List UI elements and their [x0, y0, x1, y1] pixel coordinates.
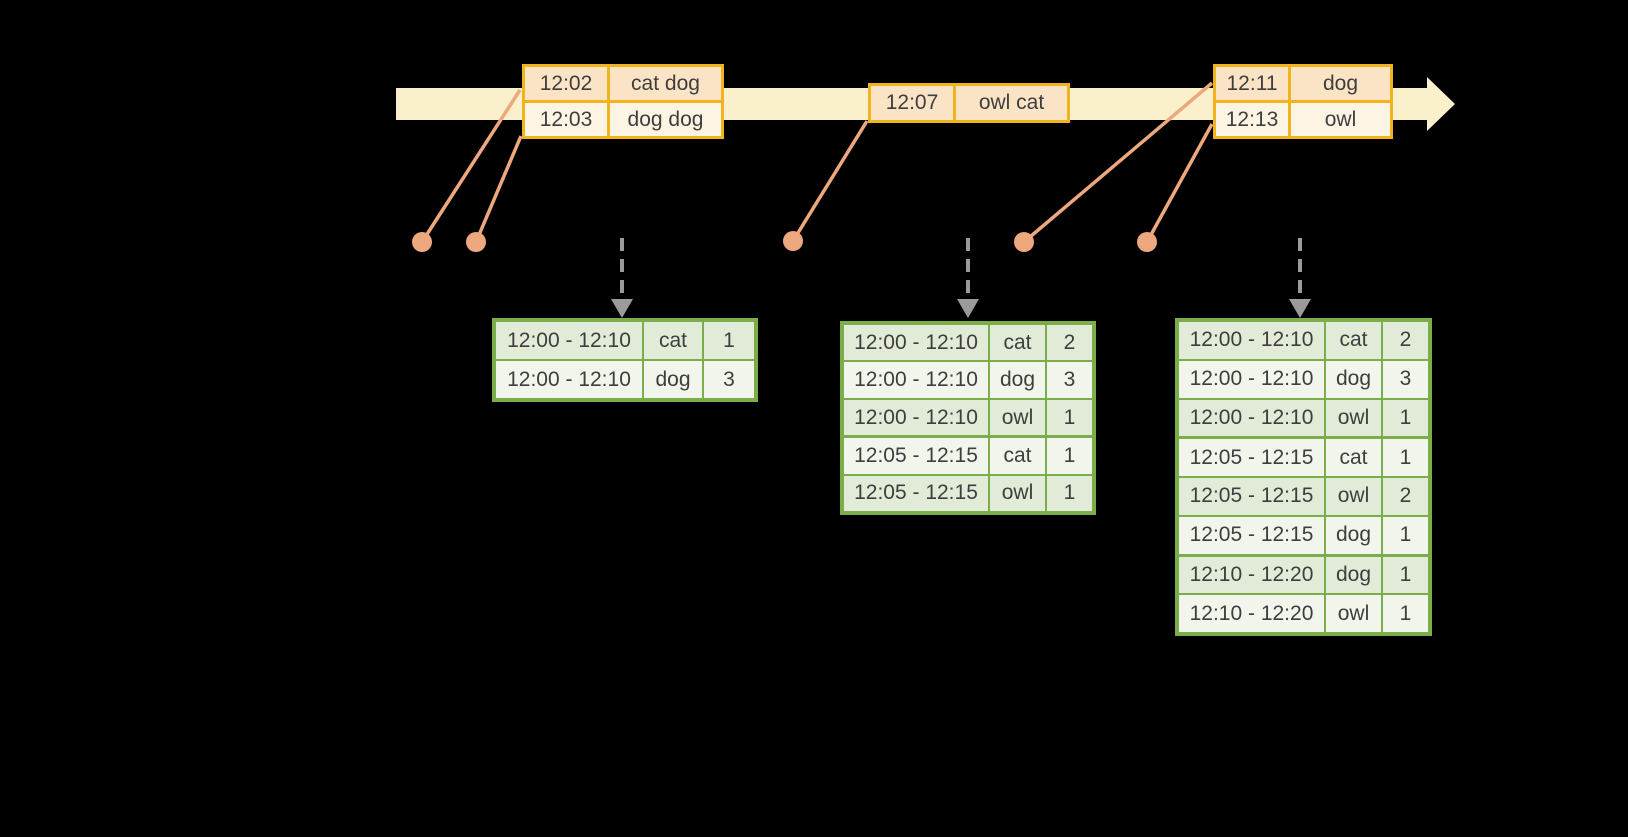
result-word-cell: owl: [1326, 399, 1381, 437]
event-connector-line: [420, 89, 522, 243]
result-word-cell: dog: [1326, 556, 1381, 594]
event-words-cell: owl: [1291, 103, 1390, 136]
result-window-cell: 12:00 - 12:10: [496, 361, 642, 398]
result-window-cell: 12:10 - 12:20: [1179, 595, 1324, 632]
event-connector-line: [474, 135, 523, 243]
event-marker-dot: [1014, 232, 1034, 252]
event-words-cell: dog: [1291, 67, 1390, 100]
result-count-cell: 1: [1383, 516, 1428, 554]
result-count-cell: 2: [1047, 325, 1092, 361]
event-time-cell: 12:02: [525, 67, 607, 100]
result-window-cell: 12:00 - 12:10: [1179, 360, 1324, 398]
trigger-arrows: [611, 238, 1311, 318]
trigger-arrow-icon: [611, 238, 633, 318]
event-time-cell: 12:13: [1216, 103, 1288, 136]
event-connector-line: [791, 120, 869, 242]
event-words-cell: owl cat: [956, 86, 1067, 120]
result-window-cell: 12:00 - 12:10: [1179, 399, 1324, 437]
result-window-cell: 12:05 - 12:15: [844, 438, 988, 474]
result-count-cell: 1: [1383, 439, 1428, 476]
result-word-cell: dog: [1326, 516, 1381, 554]
result-count-cell: 1: [1047, 475, 1092, 512]
result-count-cell: 3: [704, 361, 754, 398]
result-count-cell: 1: [704, 322, 754, 359]
result-count-cell: 2: [1383, 478, 1428, 515]
event-marker-dot: [1137, 232, 1157, 252]
trigger-arrow-icon: [1289, 238, 1311, 318]
result-window-cell: 12:05 - 12:15: [1179, 478, 1324, 515]
result-word-cell: cat: [1326, 322, 1381, 359]
result-window-cell: 12:00 - 12:10: [844, 362, 988, 398]
result-word-cell: dog: [644, 361, 702, 398]
result-count-cell: 1: [1383, 595, 1428, 632]
result-window-cell: 12:05 - 12:15: [844, 475, 988, 512]
result-count-cell: 1: [1383, 556, 1428, 594]
event-marker-dot: [466, 232, 486, 252]
event-time-cell: 12:07: [871, 86, 953, 120]
result-word-cell: owl: [990, 475, 1045, 512]
result-window-cell: 12:00 - 12:10: [496, 322, 642, 359]
result-window-cell: 12:00 - 12:10: [844, 399, 988, 436]
result-word-cell: owl: [1326, 478, 1381, 515]
result-count-cell: 1: [1047, 438, 1092, 474]
event-marker-dot: [412, 232, 432, 252]
result-word-cell: cat: [644, 322, 702, 359]
result-window-cell: 12:05 - 12:15: [1179, 439, 1324, 476]
result-count-cell: 2: [1383, 322, 1428, 359]
result-word-cell: owl: [990, 399, 1045, 436]
result-count-cell: 3: [1383, 360, 1428, 398]
result-window-cell: 12:00 - 12:10: [844, 325, 988, 361]
event-marker-dot: [783, 231, 803, 251]
result-word-cell: owl: [1326, 595, 1381, 632]
result-count-cell: 3: [1047, 362, 1092, 398]
result-word-cell: dog: [990, 362, 1045, 398]
result-word-cell: cat: [990, 325, 1045, 361]
result-window-cell: 12:00 - 12:10: [1179, 322, 1324, 359]
result-count-cell: 1: [1047, 399, 1092, 436]
event-time-cell: 12:03: [525, 103, 607, 136]
event-connector-line: [1145, 123, 1214, 243]
result-word-cell: dog: [1326, 360, 1381, 398]
event-connectors: [412, 81, 1214, 252]
event-words-cell: dog dog: [610, 103, 721, 136]
result-window-cell: 12:10 - 12:20: [1179, 556, 1324, 594]
trigger-arrow-icon: [957, 238, 979, 318]
result-count-cell: 1: [1383, 399, 1428, 437]
result-word-cell: cat: [1326, 439, 1381, 476]
event-time-cell: 12:11: [1216, 67, 1288, 100]
result-word-cell: cat: [990, 438, 1045, 474]
result-window-cell: 12:05 - 12:15: [1179, 516, 1324, 554]
event-connector-line: [1022, 81, 1214, 244]
event-words-cell: cat dog: [610, 67, 721, 100]
